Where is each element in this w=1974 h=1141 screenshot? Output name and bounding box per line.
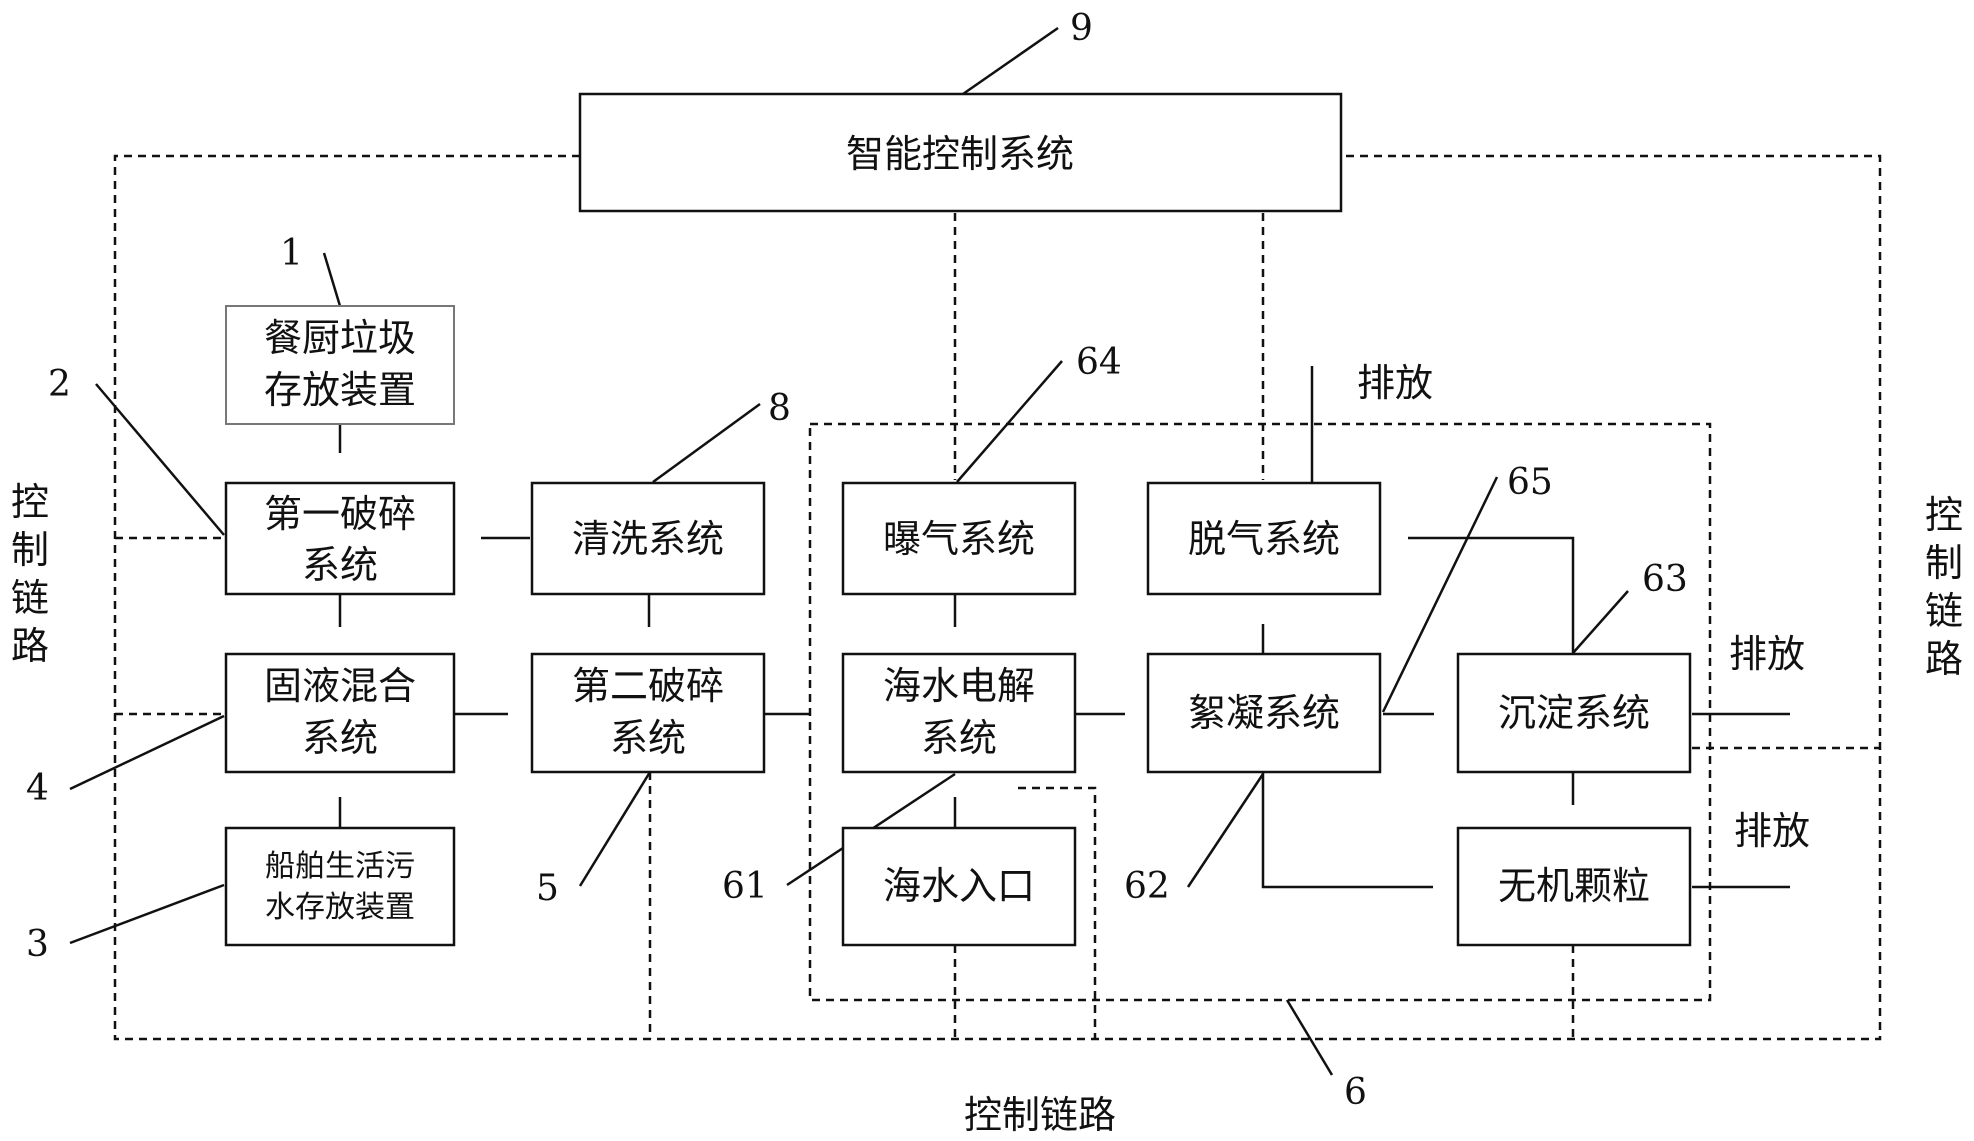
discharge-inorganic: 排放 <box>1734 809 1810 853</box>
kitchen-storage-label-1: 餐厨垃圾 <box>264 316 416 360</box>
num-4: 4 <box>26 768 49 809</box>
num-9: 9 <box>1070 8 1093 49</box>
kitchen-storage-label-2: 存放装置 <box>264 368 416 412</box>
degassing-label: 脱气系统 <box>1188 517 1340 561</box>
sewage-storage-label-1: 船舶生活污 <box>265 849 415 884</box>
control-link-right-char-1: 控 <box>1925 493 1963 537</box>
first-crush-label-2: 系统 <box>302 543 378 587</box>
flocculation-label: 絮凝系统 <box>1188 691 1340 735</box>
sewage-storage-label-2: 水存放装置 <box>265 890 415 925</box>
aeration-box: 曝气系统 <box>841 481 1077 596</box>
smart-control-label: 智能控制系统 <box>846 132 1074 176</box>
control-links <box>113 154 1882 1041</box>
control-link-right-char-3: 链 <box>1925 589 1963 633</box>
sedimentation-label: 沉淀系统 <box>1498 691 1650 735</box>
first-crush-box: 第一破碎 系统 <box>224 481 456 596</box>
num-6: 6 <box>1344 1072 1367 1113</box>
aeration-label: 曝气系统 <box>883 517 1035 561</box>
control-link-right-char-4: 路 <box>1925 637 1963 681</box>
solid-liquid-box: 固液混合 系统 <box>224 652 456 774</box>
solid-liquid-label-2: 系统 <box>302 716 378 760</box>
control-link-left-char-3: 链 <box>11 576 49 620</box>
num-62: 62 <box>1124 866 1170 907</box>
inorganic-label: 无机颗粒 <box>1498 864 1650 908</box>
solid-liquid-label-1: 固液混合 <box>264 664 416 708</box>
control-link-left-char-4: 路 <box>11 624 49 668</box>
electrolysis-label-1: 海水电解 <box>883 664 1035 708</box>
num-1: 1 <box>280 233 303 274</box>
reference-numbers: 9 1 2 4 3 8 5 64 61 62 65 63 6 <box>26 8 1688 1113</box>
num-65: 65 <box>1507 462 1553 503</box>
cleaning-box: 清洗系统 <box>530 481 766 596</box>
degassing-box: 脱气系统 <box>1146 481 1382 596</box>
flocculation-box: 絮凝系统 <box>1146 652 1382 774</box>
seawater-inlet-label: 海水入口 <box>883 864 1035 908</box>
num-63: 63 <box>1642 559 1688 600</box>
control-link-bottom: 控制链路 <box>964 1093 1116 1137</box>
control-link-right-char-2: 制 <box>1925 541 1963 585</box>
first-crush-label-1: 第一破碎 <box>264 492 416 536</box>
discharge-sedimentation: 排放 <box>1729 632 1805 676</box>
process-links <box>338 366 1790 889</box>
num-2: 2 <box>48 364 71 405</box>
kitchen-storage-box: 餐厨垃圾 存放装置 <box>225 305 455 425</box>
control-link-left-char-1: 控 <box>11 480 49 524</box>
electrolysis-box: 海水电解 系统 <box>841 652 1077 774</box>
inorganic-box: 无机颗粒 <box>1456 826 1692 947</box>
seawater-inlet-box: 海水入口 <box>841 826 1077 947</box>
num-3: 3 <box>26 924 49 965</box>
cleaning-label: 清洗系统 <box>572 517 724 561</box>
second-crush-box: 第二破碎 系统 <box>530 652 766 774</box>
num-61: 61 <box>722 866 768 907</box>
leader-lines <box>69 26 1629 1076</box>
control-link-left-char-2: 制 <box>11 528 49 572</box>
smart-control-box: 智能控制系统 <box>578 92 1343 213</box>
second-crush-label-1: 第二破碎 <box>572 664 724 708</box>
num-8: 8 <box>768 388 791 429</box>
second-crush-label-2: 系统 <box>610 716 686 760</box>
discharge-top: 排放 <box>1357 361 1433 405</box>
num-5: 5 <box>536 868 559 909</box>
num-64: 64 <box>1076 342 1122 383</box>
control-link-left: 控 制 链 路 <box>11 480 49 668</box>
sewage-storage-box: 船舶生活污 水存放装置 <box>224 826 456 947</box>
sedimentation-box: 沉淀系统 <box>1456 652 1692 774</box>
control-link-right: 控 制 链 路 <box>1925 493 1963 681</box>
electrolysis-label-2: 系统 <box>921 716 997 760</box>
